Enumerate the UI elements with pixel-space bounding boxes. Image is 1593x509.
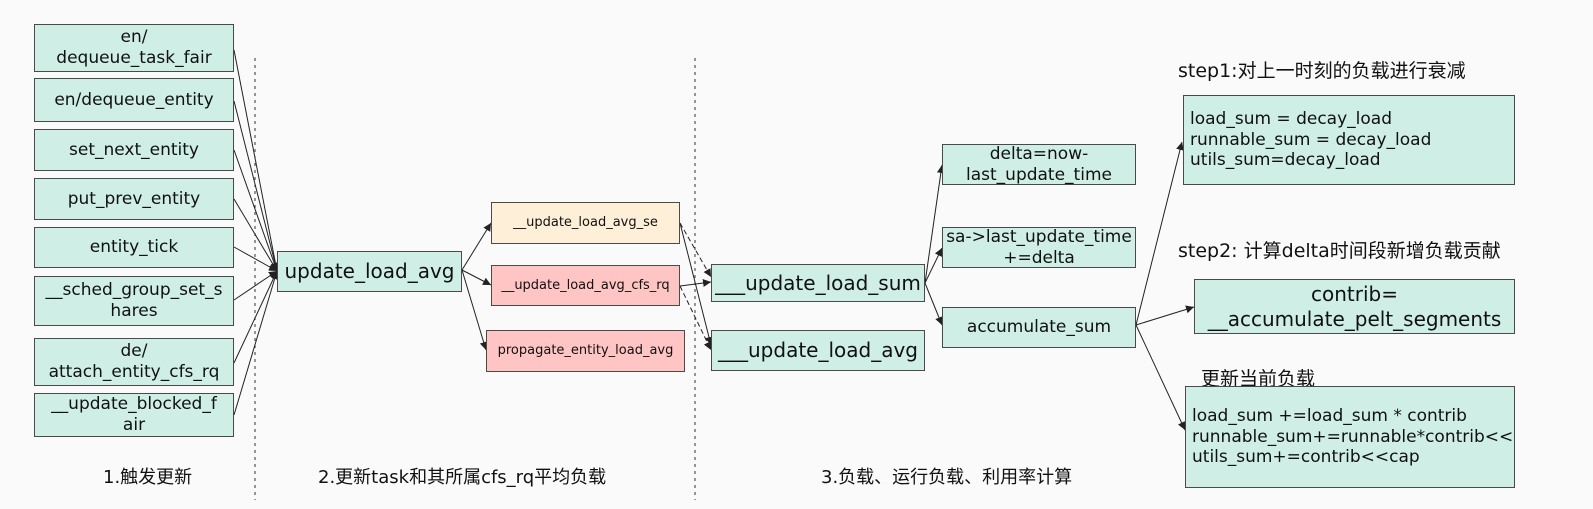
trigger-set-next-entity: set_next_entity xyxy=(34,129,234,171)
update-load-avg-cfs-rq-node: __update_load_avg_cfs_rq xyxy=(491,265,680,306)
section-label-3: 3.负载、运行负载、利用率计算 xyxy=(821,467,1073,488)
trigger-entity-tick: entity_tick xyxy=(34,227,234,268)
section-label-1: 1.触发更新 xyxy=(103,467,193,488)
section-label-2: 2.更新task和其所属cfs_rq平均负载 xyxy=(318,467,607,488)
trigger-sched-group-set-shares: __sched_group_set_s hares xyxy=(34,276,234,326)
update-load-avg-se-node: __update_load_avg_se xyxy=(491,202,680,244)
trigger-arrows xyxy=(233,49,280,416)
trigger-enqueue-dequeue-task-fair: en/ dequeue_task_fair xyxy=(34,24,234,72)
core-to-step-arrows xyxy=(924,164,945,326)
step1-title: step1:对上一时刻的负载进行衰减 xyxy=(1178,60,1466,82)
update-load-avg-arrows xyxy=(461,222,492,351)
update-load-sum-node: ___update_load_sum xyxy=(711,264,925,302)
update-load-avg-core-node: ___update_load_avg xyxy=(711,330,925,371)
trigger-update-blocked-fair: __update_blocked_f air xyxy=(34,393,234,437)
contrib-box: contrib= __accumulate_pelt_segments xyxy=(1194,279,1515,334)
step2-title: step2: 计算delta时间段新增负载贡献 xyxy=(1178,240,1501,262)
last-update-time-node: sa->last_update_time +=delta xyxy=(942,227,1136,268)
mid-to-core-arrows xyxy=(679,222,713,351)
step1-decay-box: load_sum = decay_load runnable_sum = dec… xyxy=(1183,95,1515,185)
trigger-attach-detach-entity-cfs-rq: de/ attach_entity_cfs_rq xyxy=(34,338,234,386)
trigger-enqueue-dequeue-entity: en/dequeue_entity xyxy=(34,78,234,122)
update-current-load-box: load_sum +=load_sum * contrib runnable_s… xyxy=(1185,386,1515,488)
trigger-put-prev-entity: put_prev_entity xyxy=(34,178,234,220)
accumulate-arrows xyxy=(1135,141,1195,431)
update-load-avg-node: update_load_avg xyxy=(277,251,462,292)
propagate-entity-load-avg-node: propagate_entity_load_avg xyxy=(486,330,685,372)
delta-node: delta=now- last_update_time xyxy=(942,144,1136,185)
accumulate-sum-node: accumulate_sum xyxy=(942,307,1136,348)
update-current-load-title: 更新当前负载 xyxy=(1201,368,1316,390)
